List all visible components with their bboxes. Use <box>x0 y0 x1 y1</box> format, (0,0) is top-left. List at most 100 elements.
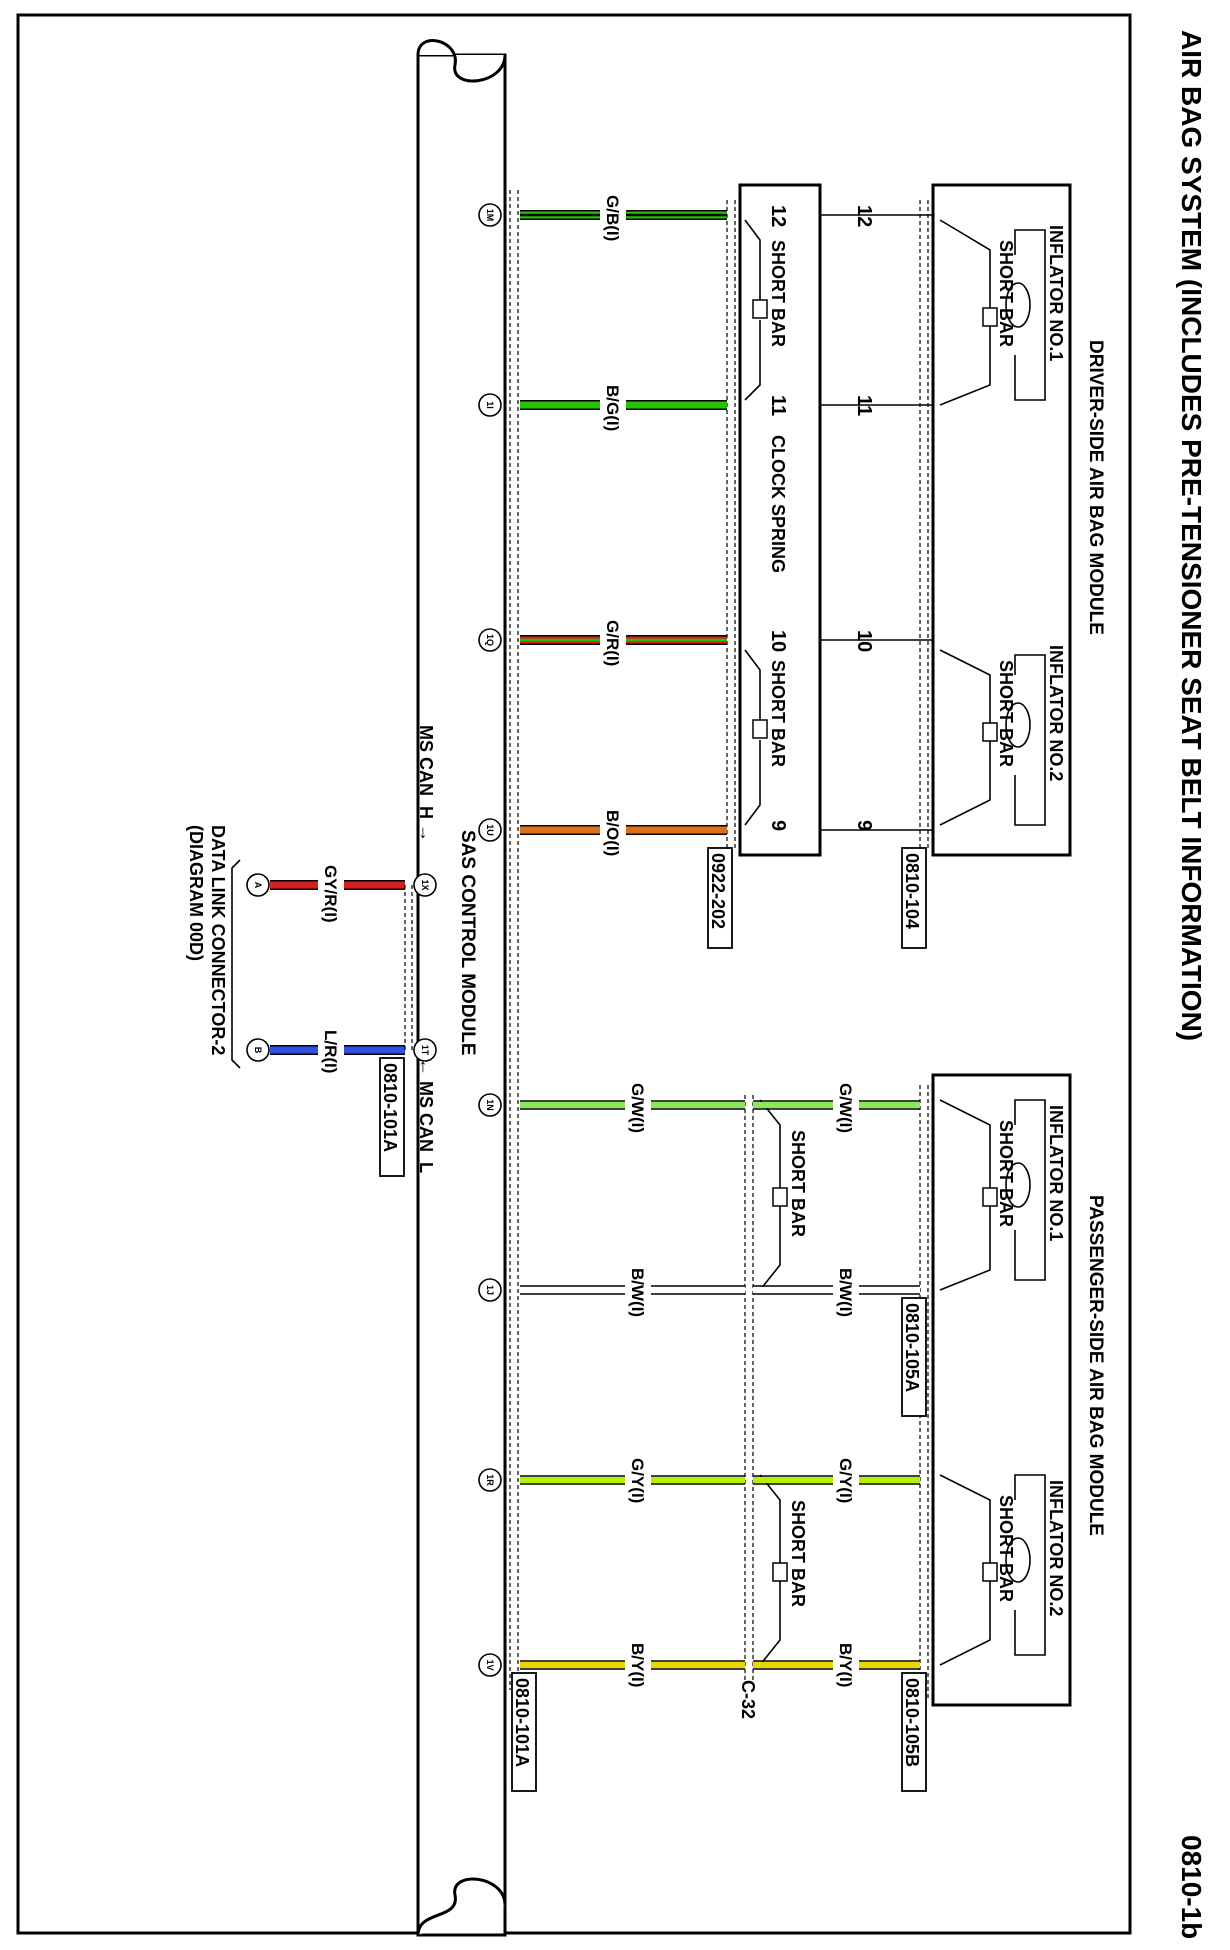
passenger-wire-1N <box>520 1100 920 1110</box>
can-wire-label: L/R(I) <box>321 1030 340 1073</box>
svg-text:0810-101A: 0810-101A <box>512 1678 532 1767</box>
connector-0810-105B: 0810-105B <box>901 1672 927 1792</box>
dlc-bracket <box>231 859 241 1069</box>
passenger-inflator-2-label: INFLATOR NO.2 <box>1046 1480 1066 1616</box>
driver-wire-label: G/B(I) <box>603 195 622 241</box>
driver-inflator-2 <box>939 649 1046 826</box>
terminal-1M: 1M <box>478 203 502 227</box>
passenger-wire-label-module: B/W(I) <box>836 1268 855 1317</box>
passenger-inflator-2-shortbar: SHORT BAR <box>996 1495 1016 1602</box>
driver-inflator-1 <box>939 219 1046 406</box>
dlc-pin-A: A <box>246 873 270 897</box>
connector-0810-101A-bottom: 0810-101A <box>511 1672 537 1792</box>
passenger-wire-label-c32: B/Y(I) <box>628 1643 647 1687</box>
passenger-inflator-1 <box>939 1099 1046 1291</box>
passenger-inflator-box <box>931 1073 1072 1707</box>
dlc-pin-B: B <box>246 1038 270 1062</box>
svg-text:10: 10 <box>853 630 875 652</box>
terminal-1T: 1T <box>413 1038 437 1062</box>
passenger-wire-label-c32: G/W(I) <box>628 1083 647 1133</box>
passenger-wire-label-module: G/W(I) <box>836 1083 855 1133</box>
svg-text:12: 12 <box>853 205 875 227</box>
driver-clock-links <box>820 214 933 831</box>
svg-text:11: 11 <box>767 395 789 416</box>
terminal-1V: 1V <box>478 1653 502 1677</box>
passenger-inflator-2 <box>939 1474 1046 1666</box>
connector-0810-105A: 0810-105A <box>901 1297 927 1417</box>
driver-module-title: DRIVER-SIDE AIR BAG MODULE <box>1085 340 1106 635</box>
passenger-wire-label-module: B/Y(I) <box>836 1643 855 1687</box>
svg-text:B: B <box>253 1047 263 1054</box>
svg-text:1I: 1I <box>485 401 495 409</box>
svg-text:1N: 1N <box>485 1099 495 1111</box>
svg-text:1T: 1T <box>420 1045 430 1056</box>
driver-wires: G/B(I) 1M B/G(I) 1I G/R(I) 1Q B/O(I) 1U <box>478 195 727 856</box>
driver-inflator-2-label: INFLATOR NO.2 <box>1046 645 1066 781</box>
passenger-wire-1V <box>520 1660 920 1670</box>
clock-spring-shortbar-1-label: SHORT BAR <box>768 240 788 347</box>
driver-wire-label: G/R(I) <box>603 620 622 666</box>
connector-0810-104: 0810-104 <box>901 847 927 949</box>
connector-0922-202: 0922-202 <box>707 847 733 949</box>
c32-shortbar-1-label: SHORT BAR <box>788 1130 808 1237</box>
svg-text:0810-105B: 0810-105B <box>902 1678 922 1767</box>
sas-control-module <box>416 39 519 1937</box>
driver-inflator-2-shortbar: SHORT BAR <box>996 660 1016 767</box>
dlc-label-line1: DATA LINK CONNECTOR-2 <box>208 825 228 1055</box>
terminal-1N: 1N <box>478 1093 502 1117</box>
driver-module-pins: 12 11 10 9 <box>853 205 875 831</box>
ms-can-h-label: MS CAN_H → <box>416 725 436 842</box>
svg-text:1U: 1U <box>485 824 495 836</box>
svg-text:1Q: 1Q <box>485 634 495 646</box>
can-wire-label: GY/R(I) <box>321 865 340 923</box>
passenger-wire-label-c32: B/W(I) <box>628 1268 647 1317</box>
terminal-1I: 1I <box>478 393 502 417</box>
terminal-1R: 1R <box>478 1468 502 1492</box>
clock-spring-label: CLOCK SPRING <box>768 435 788 573</box>
c32-short-bar-1 <box>759 1099 788 1291</box>
driver-inflator-1-label: INFLATOR NO.1 <box>1046 225 1066 361</box>
terminal-1Q: 1Q <box>478 628 502 652</box>
svg-text:A: A <box>253 882 263 889</box>
svg-text:1X: 1X <box>420 879 430 890</box>
svg-text:12: 12 <box>767 205 789 227</box>
connector-0810-101A-can: 0810-101A <box>379 1057 405 1177</box>
clock-spring-box <box>738 183 822 857</box>
clock-spring-short-bar-2 <box>744 649 768 826</box>
can-wires: GY/R(I) 1X A L/R(I) 1T B <box>246 863 437 1073</box>
passenger-module-title: PASSENGER-SIDE AIR BAG MODULE <box>1085 1195 1106 1536</box>
terminal-1J: 1J <box>478 1278 502 1302</box>
svg-text:0922-202: 0922-202 <box>708 853 728 929</box>
svg-text:1J: 1J <box>485 1285 495 1295</box>
passenger-wire-label-module: G/Y(I) <box>836 1458 855 1503</box>
ms-can-l-label: ← MS CAN_L <box>416 1058 436 1173</box>
c32-short-bar-2 <box>759 1474 788 1666</box>
clock-spring-short-bar-1 <box>744 219 768 401</box>
sas-module-label: SAS CONTROL MODULE <box>457 830 478 1056</box>
passenger-wire-1J <box>520 1285 920 1295</box>
terminal-1X: 1X <box>413 873 437 897</box>
driver-inflator-1-shortbar: SHORT BAR <box>996 240 1016 347</box>
terminal-1U: 1U <box>478 818 502 842</box>
svg-text:1M: 1M <box>485 209 495 222</box>
dlc-label-line2: (DIAGRAM 00D) <box>186 825 206 961</box>
svg-text:1V: 1V <box>485 1659 495 1670</box>
c32-shortbar-2-label: SHORT BAR <box>788 1500 808 1607</box>
clock-spring-shortbar-2-label: SHORT BAR <box>768 660 788 767</box>
passenger-wire-1R <box>520 1475 920 1485</box>
svg-text:1R: 1R <box>485 1474 495 1486</box>
connector-c32: C-32 <box>738 1680 758 1719</box>
svg-text:9: 9 <box>767 820 789 831</box>
driver-wire-label: B/O(I) <box>603 810 622 856</box>
page-number: 0810-1b <box>1176 1835 1207 1939</box>
svg-text:0810-101A: 0810-101A <box>380 1063 400 1152</box>
page-title: AIR BAG SYSTEM (INCLUDES PRE-TENSIONER S… <box>1176 30 1207 1041</box>
driver-inflator-box <box>931 183 1072 857</box>
svg-text:0810-105A: 0810-105A <box>902 1303 922 1392</box>
svg-text:9: 9 <box>853 820 875 831</box>
driver-wire-label: B/G(I) <box>603 385 622 431</box>
passenger-inflator-1-shortbar: SHORT BAR <box>996 1120 1016 1227</box>
page-border <box>16 13 1132 1935</box>
clock-spring-pins: 12 11 10 9 <box>767 205 789 831</box>
